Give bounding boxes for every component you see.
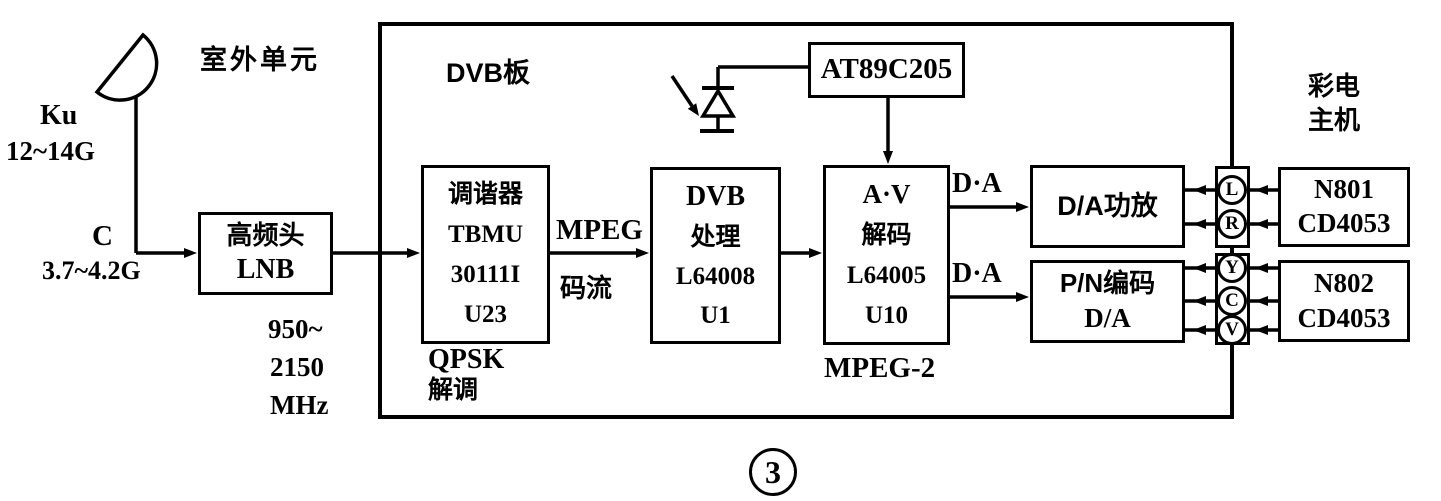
av-box-line: 解码 (861, 221, 912, 250)
satellite-dish-icon (94, 32, 159, 102)
amp-box-line: D/A功放 (1057, 190, 1158, 221)
dvb-processor-box: DVB 处理 L64008 U1 (650, 167, 781, 344)
if-freq-line2: 2150 (270, 352, 324, 382)
ir-light-ray-line (670, 75, 694, 107)
n802-box-line: N802 (1314, 267, 1374, 298)
pn-box-line: D/A (1084, 303, 1131, 334)
n802-box-line: CD4053 (1297, 302, 1391, 333)
av-decoder-box: A·V 解码 L64005 U10 (823, 165, 950, 345)
arrowhead-into-av-top (883, 151, 893, 164)
tuner-box-line: U23 (463, 300, 508, 328)
arrowhead-into-dvb (636, 248, 649, 258)
dvb-box-line: DVB (685, 180, 746, 212)
n802-switch-box: N802 CD4053 (1278, 260, 1410, 342)
demod-label: 解调 (428, 376, 479, 404)
if-freq-line1: 950~ (268, 314, 323, 344)
mcu-box-line: AT89C205 (820, 53, 953, 86)
connector-label: C (1225, 290, 1239, 311)
connector-circle-y: Y (1217, 253, 1247, 283)
lnb-box-line: LNB (236, 254, 295, 286)
figure-number-badge: 3 (749, 448, 797, 496)
dvb-box-line: U1 (700, 301, 731, 329)
tuner-box-line: 30111I (450, 260, 521, 288)
av-box-line: L64005 (846, 262, 927, 290)
audio-amp-box: D/A功放 (1030, 165, 1185, 248)
tv-host-label-line2: 主机 (1308, 105, 1361, 135)
outdoor-unit-label: 室外单元 (200, 45, 320, 75)
dvb-box-line: 处理 (690, 222, 741, 251)
connector-label: L (1225, 179, 1239, 200)
lnb-box: 高频头 LNB (198, 212, 333, 295)
stream-label: 码流 (560, 273, 613, 303)
ir-photodiode-icon (699, 87, 737, 118)
arrowhead-into-amp (1016, 202, 1029, 212)
mpeg-label: MPEG (556, 214, 643, 246)
ku-band-label: Ku (40, 100, 78, 131)
da-label-bottom: D·A (952, 258, 1002, 289)
tv-host-label-line1: 彩电 (1308, 71, 1361, 101)
c-band-label: C (92, 220, 113, 252)
connector-circle-c: C (1217, 286, 1247, 316)
pn-box-line: P/N编码 (1059, 268, 1156, 299)
connector-label: V (1225, 319, 1239, 340)
figure-number: 3 (765, 453, 781, 490)
mcu-box: AT89C205 (808, 42, 965, 98)
connector-label: Y (1225, 257, 1239, 278)
mpeg2-label: MPEG-2 (824, 352, 936, 384)
connector-label: R (1225, 213, 1239, 234)
tuner-box-line: TBMU (448, 220, 523, 248)
connector-circle-l: L (1217, 175, 1247, 205)
qpsk-label: QPSK (428, 344, 505, 375)
dvb-board-label: DVB板 (446, 58, 531, 88)
n801-box-line: N801 (1314, 173, 1374, 204)
av-box-line: A·V (862, 179, 911, 210)
dvb-box-line: L64008 (675, 262, 756, 290)
pn-encoder-box: P/N编码 D/A (1030, 260, 1185, 343)
ku-range-label: 12~14G (6, 136, 96, 166)
arrowhead-into-av (809, 248, 822, 258)
tuner-box: 调谐器 TBMU 30111I U23 (421, 165, 550, 344)
av-box-line: U10 (864, 302, 909, 330)
n801-box-line: CD4053 (1297, 208, 1391, 239)
c-range-label: 3.7~4.2G (42, 256, 141, 285)
arrowhead-light-ray (687, 103, 699, 116)
arrowhead-into-tuner (407, 248, 420, 258)
arrowhead-into-pn (1016, 292, 1029, 302)
da-label-top: D·A (952, 168, 1002, 199)
if-freq-line3: MHz (270, 390, 329, 420)
connector-circle-v: V (1217, 315, 1247, 345)
arrowheads (184, 103, 1268, 335)
connector-circle-r: R (1217, 209, 1247, 239)
lnb-box-line: 高频头 (226, 219, 305, 250)
arrowhead-into-lnb (184, 248, 197, 258)
tuner-box-line: 调谐器 (447, 179, 523, 208)
n801-switch-box: N801 CD4053 (1278, 167, 1410, 247)
